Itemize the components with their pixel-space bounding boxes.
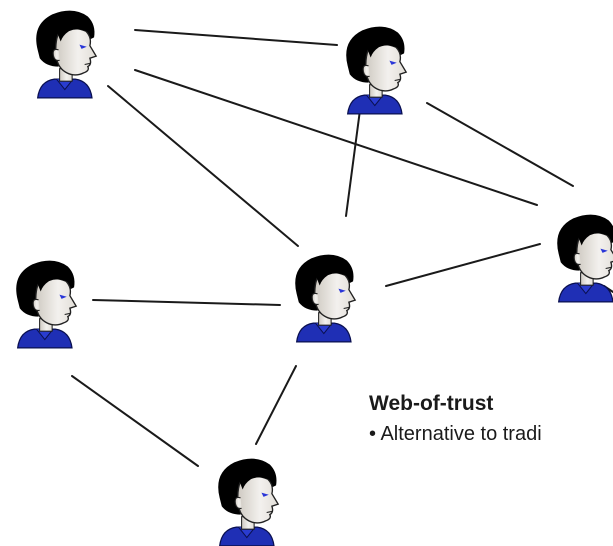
person-icon (294, 253, 356, 343)
trust-edges (71, 29, 613, 467)
person-icon (556, 213, 613, 303)
person-icon (15, 259, 77, 349)
edge-person-1-person-4 (107, 85, 299, 247)
bullet-text: Alternative to tradi (380, 423, 542, 445)
trust-nodes (15, 9, 613, 546)
diagram-title: Web-of-trust (369, 392, 494, 415)
bullet-marker: • (369, 423, 377, 445)
edge-person-6-person-4 (385, 243, 541, 287)
caption-block: Web-of-trust • Alternative to tradi (369, 391, 542, 447)
edge-person-1-person-2 (134, 29, 338, 46)
edge-person-5-person-4 (92, 299, 281, 306)
bullet-item: • Alternative to tradi (369, 421, 542, 447)
person-icon (345, 25, 407, 115)
edge-person-4-person-7 (255, 365, 297, 445)
edge-person-5-person-7 (71, 375, 199, 467)
edge-person-2-person-4 (345, 109, 361, 217)
person-icon (35, 9, 97, 99)
edge-person-2-person-3 (426, 102, 574, 187)
edge-person-1-person-6 (134, 69, 538, 206)
person-icon (217, 457, 279, 546)
